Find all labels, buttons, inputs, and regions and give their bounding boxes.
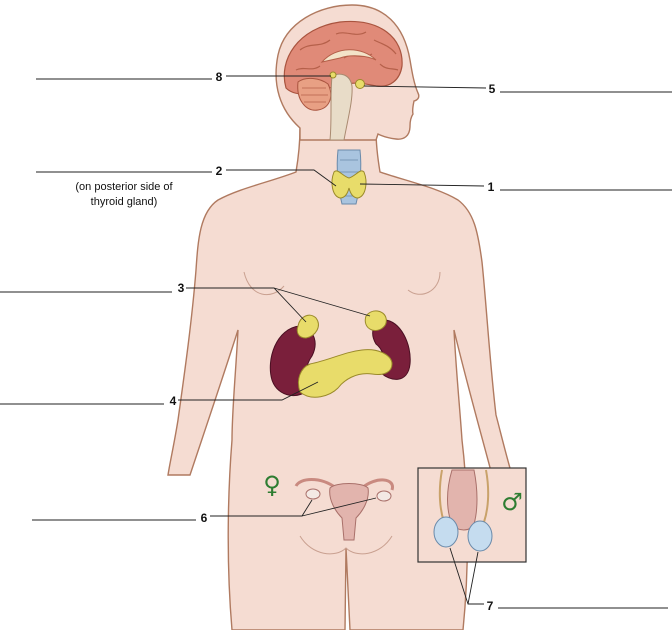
abdominal-organs	[269, 310, 411, 398]
label-number-7: 7	[487, 599, 494, 613]
brain-folds	[295, 31, 399, 71]
fallopian-tubes	[294, 478, 394, 491]
leader-1	[359, 183, 485, 187]
thyroid-gland	[331, 170, 367, 199]
label-number-4: 4	[170, 394, 177, 408]
pancreas	[297, 349, 393, 398]
label-number-5: 5	[489, 82, 496, 96]
leader-3	[186, 287, 371, 323]
uterus	[329, 483, 369, 541]
label-2-note-line-1: (on posterior side of	[75, 181, 173, 193]
larynx-rings	[339, 159, 359, 197]
leader-6	[210, 497, 377, 517]
testis-left	[433, 516, 459, 548]
label-number-1: 1	[488, 180, 495, 194]
male-symbol: ♂	[501, 488, 523, 516]
label-number-8: 8	[216, 70, 223, 84]
label-number-2: 2	[216, 164, 223, 178]
corpus-callosum	[320, 49, 377, 63]
ovary-right	[376, 490, 392, 502]
label-number-6: 6	[201, 511, 208, 525]
testis-right	[467, 520, 493, 552]
leader-lines	[178, 75, 487, 605]
label-2-note-line-2: thyroid gland)	[91, 196, 158, 208]
penis	[447, 469, 478, 531]
leader-2	[226, 169, 337, 187]
number-labels: 8 5 2 1 3 4 6 7	[170, 70, 496, 613]
leader-5	[363, 85, 487, 89]
leader-4	[178, 381, 319, 401]
adrenal-gland-right	[364, 310, 387, 331]
ovary-left	[305, 488, 321, 500]
adrenal-gland-left	[296, 314, 319, 339]
pineal-gland	[329, 71, 337, 79]
brain	[283, 20, 403, 141]
answer-lines	[0, 78, 672, 609]
breast-contour-right	[407, 271, 441, 295]
label-number-3: 3	[178, 281, 185, 295]
female-symbol: ♀	[263, 471, 281, 499]
thyroid-region	[331, 149, 367, 205]
pituitary-gland	[355, 79, 365, 89]
brainstem	[329, 73, 353, 141]
leader-7	[449, 547, 484, 605]
female-reproductive	[294, 478, 394, 541]
cerebellum-folds	[301, 87, 328, 103]
testes-inset	[417, 467, 527, 563]
groin-contour	[299, 535, 393, 555]
